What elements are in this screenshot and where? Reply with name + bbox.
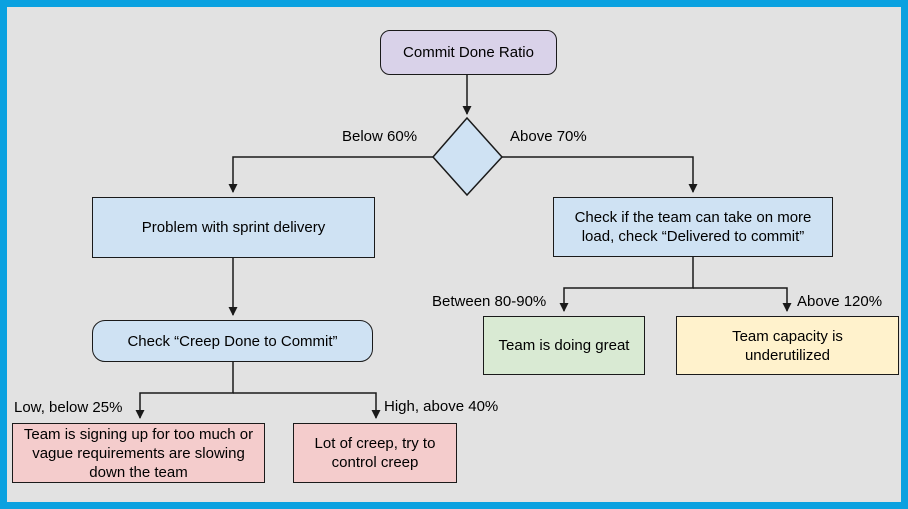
edge-label-above-70: Above 70% <box>510 128 587 145</box>
edge-decision-to-check-more-load <box>502 156 698 193</box>
node-lot-of-creep: Lot of creep, try to control creep <box>293 423 457 483</box>
edge-decision-to-problem <box>228 156 433 193</box>
edge-check-more-load-to-doing-great <box>559 257 694 312</box>
node-team-doing-great: Team is doing great <box>483 316 645 375</box>
node-team-signing-up-too-much: Team is signing up for too much or vague… <box>12 423 265 483</box>
edge-check-more-load-to-underutilized <box>693 287 792 312</box>
edge-label-below-60: Below 60% <box>342 128 418 145</box>
node-commit-done-ratio: Commit Done Ratio <box>380 30 557 75</box>
edge-label-between-80-90: Between 80-90% <box>432 293 547 310</box>
edge-label-low-below-25: Low, below 25% <box>14 399 123 416</box>
edge-label-high-above-40: High, above 40% <box>384 398 499 415</box>
decision-diamond <box>431 116 504 197</box>
node-team-capacity-underutilized: Team capacity is underutilized <box>676 316 899 375</box>
node-check-team-take-more-load: Check if the team can take on more load,… <box>553 197 833 257</box>
node-problem-with-sprint-delivery: Problem with sprint delivery <box>92 197 375 258</box>
node-check-creep-done-to-commit: Check “Creep Done to Commit” <box>92 320 373 362</box>
edge-check-creep-to-lot-of-creep <box>233 392 381 419</box>
edge-label-above-120: Above 120% <box>797 293 883 310</box>
edge-check-creep-to-too-much <box>135 362 234 419</box>
